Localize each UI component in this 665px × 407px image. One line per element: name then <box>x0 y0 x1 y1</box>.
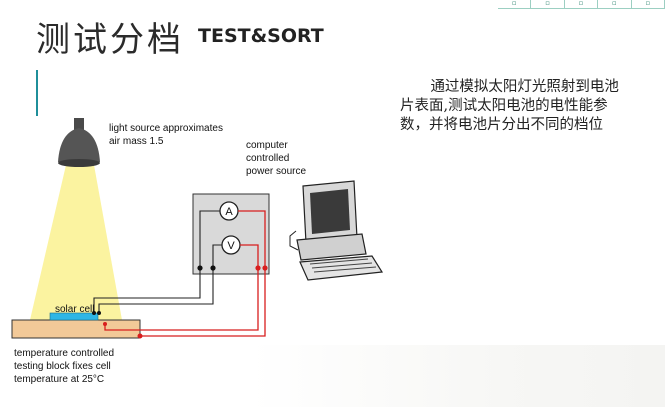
page-title-chinese: 测试分档 <box>36 20 184 60</box>
red-wires <box>104 210 266 337</box>
computer-label-2: controlled <box>246 153 289 164</box>
solar-cell <box>49 312 99 321</box>
computer-icon <box>289 180 384 281</box>
block-label-3: temperature at 25°C <box>14 374 104 385</box>
nav-icon-3[interactable]: ▫ <box>564 0 599 9</box>
nav-icon-4[interactable]: ▫ <box>598 0 632 9</box>
black-wires <box>93 210 222 313</box>
description-text: 通过模拟太阳灯光照射到电池片表面,测试太阳电池的电性能参数，并将电池片分出不同的… <box>400 79 619 133</box>
light-label-2: air mass 1.5 <box>109 136 164 147</box>
testing-block <box>11 319 141 339</box>
nav-icon-5[interactable]: ▫ <box>631 0 665 9</box>
nav-icon-2[interactable]: ▫ <box>531 0 565 9</box>
background-fade <box>250 345 665 407</box>
nav-icon-1[interactable]: ▫ <box>498 0 532 9</box>
voltmeter-icon: V <box>221 235 241 255</box>
computer-label-3: power source <box>246 166 306 177</box>
block-label-2: testing block fixes cell <box>14 361 111 372</box>
voltmeter-symbol: V <box>227 240 235 252</box>
light-label-1: light source approximates <box>109 123 223 134</box>
test-sort-diagram: light source approximates air mass 1.5 s… <box>11 118 384 385</box>
terminals <box>92 265 268 339</box>
page-title-english: TEST&SORT <box>198 25 324 47</box>
computer-label-1: computer <box>246 140 288 151</box>
solar-cell-label: solar cell <box>55 304 94 315</box>
corner-toolbar: ▫ ▫ ▫ ▫ ▫ <box>498 0 665 9</box>
light-beam <box>30 165 122 320</box>
accent-bar <box>36 70 38 116</box>
ammeter-symbol: A <box>225 206 233 218</box>
lamp-icon <box>58 118 100 167</box>
block-label-1: temperature controlled <box>14 348 114 359</box>
ammeter-icon: A <box>219 201 239 221</box>
